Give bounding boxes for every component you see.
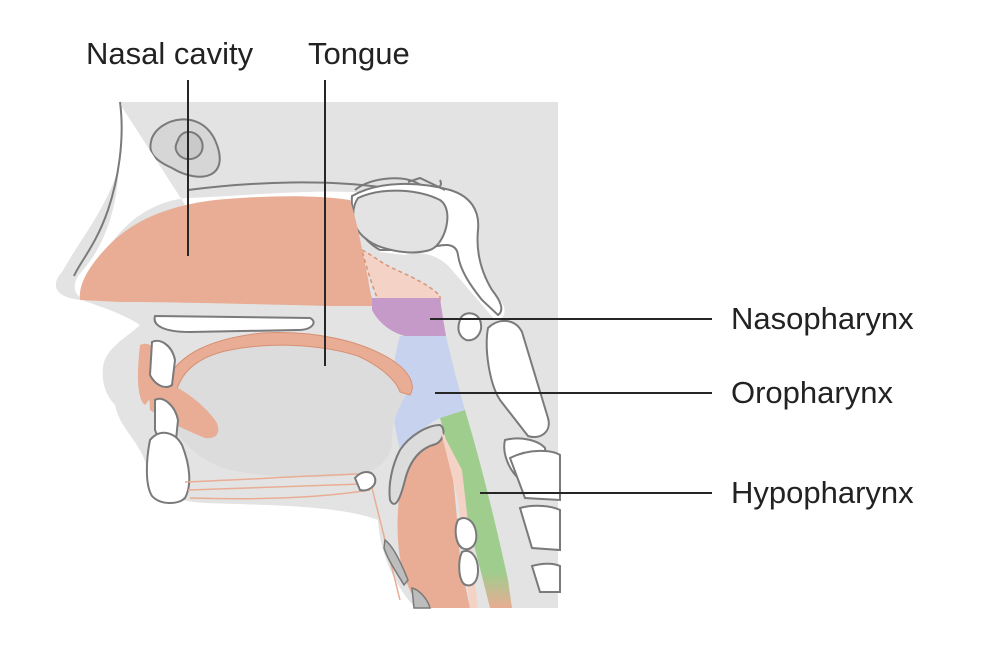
hypopharynx-label: Hypopharynx: [731, 477, 914, 508]
oropharynx-label: Oropharynx: [731, 377, 893, 408]
hard-palate: [155, 316, 314, 332]
tongue-label: Tongue: [308, 38, 410, 69]
nasopharynx-label: Nasopharynx: [731, 303, 914, 334]
nasal-cavity-label: Nasal cavity: [86, 38, 253, 69]
hyoid-bone: [355, 472, 375, 490]
